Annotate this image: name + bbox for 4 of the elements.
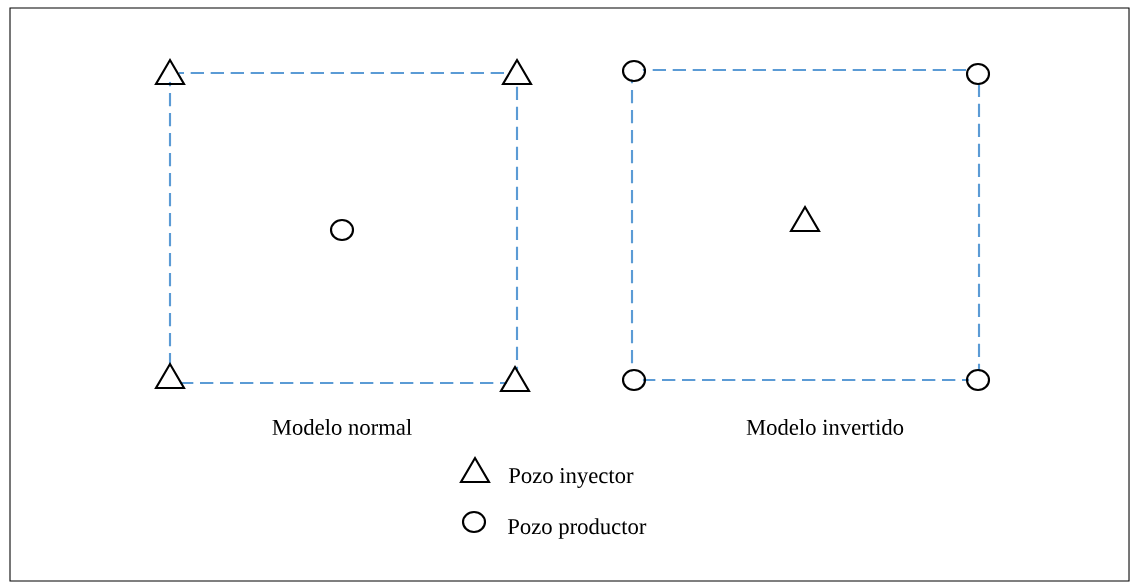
caption: Modelo normal xyxy=(272,419,412,435)
caption: Modelo invertido xyxy=(746,419,904,435)
legend-label: Pozo productor xyxy=(507,518,647,539)
legend-label: Pozo inyector xyxy=(508,468,634,488)
